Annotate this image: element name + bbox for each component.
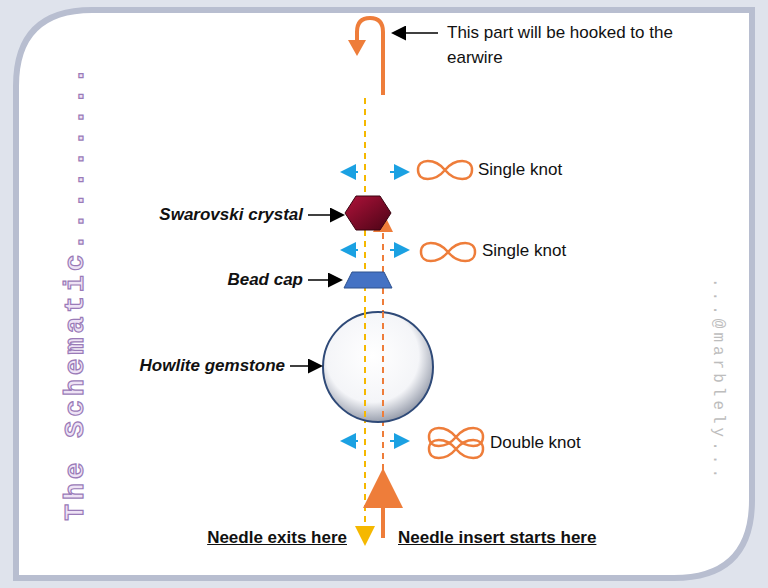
watermark: ...@marblely... <box>707 278 729 482</box>
knot-label: Double knot <box>490 432 581 454</box>
part-name: Swarovski crystal <box>159 204 303 226</box>
knot-label: Single knot <box>478 159 562 181</box>
vertical-title: The Schematic......... <box>65 63 87 521</box>
earwire-note: This part will be hooked to the earwire <box>447 20 687 70</box>
needle-note: Needle exits here <box>207 527 347 549</box>
needle-note: Needle insert starts here <box>398 527 596 549</box>
part-name: Howlite gemstone <box>140 355 285 377</box>
part-name: Bead cap <box>227 269 303 291</box>
knot-label: Single knot <box>482 240 566 262</box>
